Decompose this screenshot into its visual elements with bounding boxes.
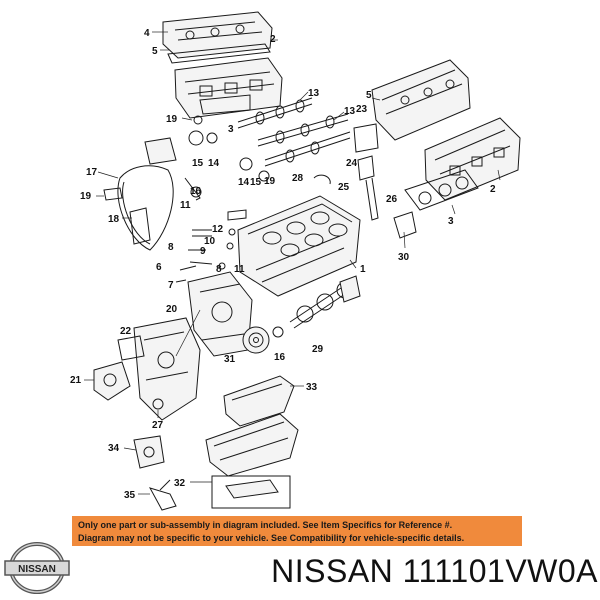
svg-text:NISSAN: NISSAN: [18, 564, 56, 575]
callout-19: 19: [80, 191, 92, 202]
callout-29: 29: [312, 344, 324, 355]
leader-lines: [84, 31, 501, 495]
nissan-logo: NISSAN: [4, 542, 70, 594]
callout-20: 20: [166, 304, 178, 315]
part-number-title: NISSAN 111101VW0A: [271, 553, 598, 589]
callout-21: 21: [70, 375, 82, 386]
callout-4: 4: [144, 28, 150, 39]
callout-14: 14: [238, 177, 250, 188]
callout-19: 19: [264, 176, 276, 187]
callout-26: 26: [386, 194, 398, 205]
callout-5: 5: [366, 90, 372, 101]
gasket-right: [404, 169, 479, 211]
callout-3: 3: [228, 124, 234, 135]
callout-10: 10: [204, 236, 216, 247]
callout-2: 2: [270, 34, 276, 45]
oil-pickup: [148, 479, 177, 511]
callout-19: 19: [166, 114, 178, 125]
callout-15: 15: [192, 158, 204, 169]
callout-11: 11: [180, 200, 191, 211]
callout-32: 32: [174, 478, 186, 489]
disclaimer-line-1: Only one part or sub-assembly in diagram…: [78, 520, 453, 530]
callout-31: 31: [224, 354, 236, 365]
upper-oil-pan: [223, 375, 295, 427]
block-fasteners: [175, 209, 247, 283]
callout-8: 8: [216, 264, 222, 275]
callout-7: 7: [168, 280, 174, 291]
callout-25: 25: [338, 182, 350, 193]
timing-chain: [103, 137, 202, 251]
gasket-left: [167, 43, 271, 64]
engine-block: [237, 195, 361, 297]
callout-17: 17: [86, 167, 98, 178]
callout-13: 13: [308, 88, 320, 99]
callout-6: 6: [156, 262, 162, 273]
callout-5: 5: [152, 46, 158, 57]
callout-33: 33: [306, 382, 318, 393]
callout-labels: 4 5 5 13 13 19 3 15 14 17 19 18 16 14 15…: [70, 28, 496, 501]
cylinder-head-left: [174, 57, 283, 119]
lower-oil-pan: [205, 413, 299, 477]
callout-23: 23: [356, 104, 368, 115]
callout-9: 9: [200, 246, 206, 257]
valve-cover-left: [162, 11, 273, 59]
callout-2: 2: [490, 184, 496, 195]
callout-27: 27: [152, 420, 164, 431]
callout-14: 14: [208, 158, 220, 169]
callout-3: 3: [448, 216, 454, 227]
front-seal: [152, 398, 164, 410]
camshafts-center: [264, 131, 351, 167]
callout-34: 34: [108, 443, 120, 454]
front-cover: [133, 317, 201, 421]
callout-30: 30: [398, 252, 410, 263]
cover-gasket: [117, 335, 145, 361]
callout-12: 12: [212, 224, 224, 235]
oil-pump: [133, 435, 165, 469]
callout-15: 15: [250, 177, 262, 188]
callout-18: 18: [108, 214, 120, 225]
right-timing-parts: [313, 123, 417, 239]
callout-24: 24: [346, 158, 358, 169]
callout-8: 8: [168, 242, 174, 253]
callout-16: 16: [190, 186, 202, 197]
gasket-kit-box: [211, 475, 291, 509]
crank-pulley: [242, 326, 284, 354]
callout-16: 16: [274, 352, 286, 363]
callout-35: 35: [124, 490, 136, 501]
callout-28: 28: [292, 173, 304, 184]
water-pump: [93, 361, 131, 401]
callout-11: 11: [234, 264, 245, 275]
crankshaft: [289, 275, 361, 329]
cylinder-head-right: [424, 117, 521, 201]
callout-1: 1: [360, 264, 366, 275]
valve-cover-right: [371, 59, 471, 141]
callout-22: 22: [120, 326, 132, 337]
disclaimer-banner: Only one part or sub-assembly in diagram…: [72, 516, 522, 546]
disclaimer-line-2: Diagram may not be specific to your vehi…: [78, 533, 465, 543]
cam-sprockets: [188, 115, 270, 182]
engine-exploded-diagram: 4 5 5 13 13 19 3 15 14 17 19 18 16 14 15…: [70, 11, 521, 511]
callout-13: 13: [344, 106, 356, 117]
